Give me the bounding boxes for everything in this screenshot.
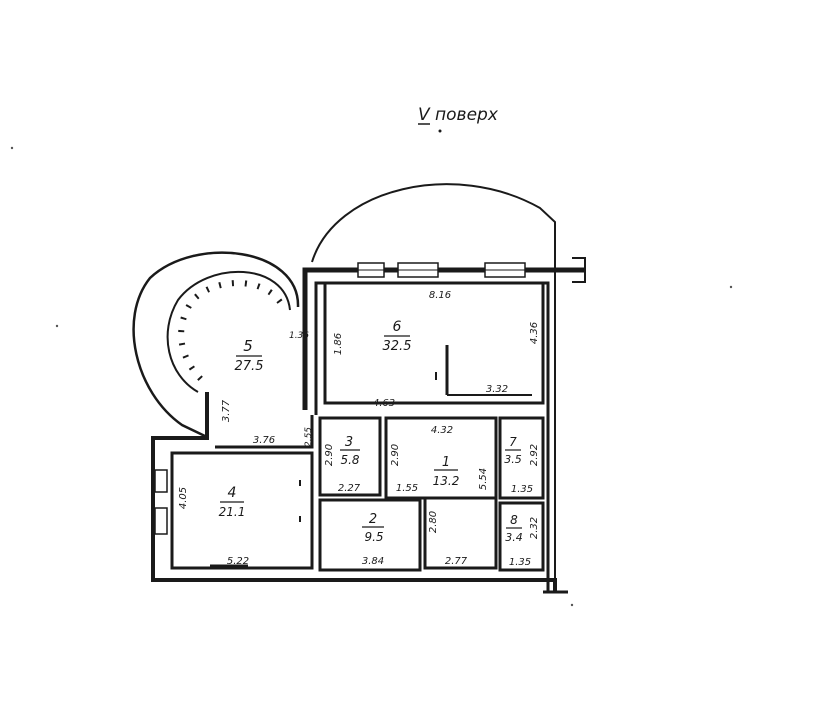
- exterior-wall-bottom-left: [151, 392, 557, 592]
- scan-speck: [10, 146, 14, 150]
- room-2-number: 2: [369, 512, 377, 527]
- room-5-area: 27.5: [235, 359, 264, 374]
- dim-3-76: 3.76: [253, 435, 275, 446]
- room-4-area: 21.1: [219, 505, 246, 519]
- scan-speck: [570, 603, 574, 607]
- dim-3-84: 3.84: [362, 556, 384, 567]
- room-3-walls: [318, 416, 382, 497]
- bay-window-mullions: [178, 280, 283, 385]
- dim-4-36: 4.36: [529, 322, 540, 344]
- room-1-walls: [423, 418, 498, 570]
- room-1-number: 1: [442, 455, 450, 470]
- scan-speck: [55, 324, 59, 328]
- dim-2-55: 2.55: [304, 427, 314, 447]
- room-1-area: 13.2: [433, 474, 460, 488]
- room-6-area: 32.5: [383, 339, 412, 354]
- bay-outer-wall: [132, 251, 300, 439]
- window-left-1: [154, 469, 168, 493]
- dim-1-35-upper: 1.35: [511, 484, 533, 495]
- room-7-walls: [498, 416, 545, 500]
- dim-5-22: 5.22: [227, 556, 249, 567]
- dim-1-36: 1.36: [289, 331, 309, 341]
- dim-2-90-right: 2.90: [390, 444, 401, 466]
- room-8-number: 8: [510, 513, 518, 527]
- dim-2-77: 2.77: [445, 556, 468, 567]
- bay-inner-wall: [166, 271, 291, 393]
- dim-1-86: 1.86: [333, 333, 344, 355]
- room-4-number: 4: [228, 485, 237, 501]
- dim-2-80: 2.80: [428, 511, 439, 533]
- room-8-area: 3.4: [505, 531, 523, 544]
- scan-speck: [729, 285, 733, 289]
- dim-1-35-lower: 1.35: [509, 557, 531, 568]
- ink-dot: [438, 129, 442, 133]
- room-2-area: 9.5: [364, 530, 383, 544]
- dim-1-55: 1.55: [396, 483, 418, 494]
- room-8-walls: [498, 501, 545, 572]
- room-3-area: 5.8: [340, 453, 359, 467]
- dim-2-32: 2.32: [529, 517, 540, 539]
- dim-4-05: 4.05: [178, 487, 189, 509]
- room-5-bottom-wall: [215, 415, 314, 449]
- balcony-arc: [311, 183, 556, 592]
- room-7-number: 7: [509, 435, 517, 449]
- room-6-number: 6: [393, 319, 402, 335]
- floor-title: V поверх: [418, 105, 499, 125]
- dim-8-16: 8.16: [429, 290, 451, 301]
- room-6-walls: [323, 281, 545, 405]
- room-7-area: 3.5: [504, 453, 522, 466]
- dim-2-90-left: 2.90: [324, 444, 335, 466]
- dim-2-27: 2.27: [338, 483, 361, 494]
- window-left-2: [154, 507, 168, 535]
- shaft-stub: [572, 257, 586, 283]
- dim-4-63: 4.63: [373, 398, 395, 409]
- room-3-number: 3: [345, 435, 353, 450]
- dim-4-32: 4.32: [431, 425, 453, 436]
- room-5-number: 5: [243, 337, 253, 355]
- dim-3-32: 3.32: [486, 384, 508, 395]
- dim-3-77: 3.77: [221, 399, 232, 422]
- dim-5-54: 5.54: [478, 468, 489, 490]
- room-2-walls: [318, 498, 422, 572]
- dim-2-92: 2.92: [529, 444, 540, 466]
